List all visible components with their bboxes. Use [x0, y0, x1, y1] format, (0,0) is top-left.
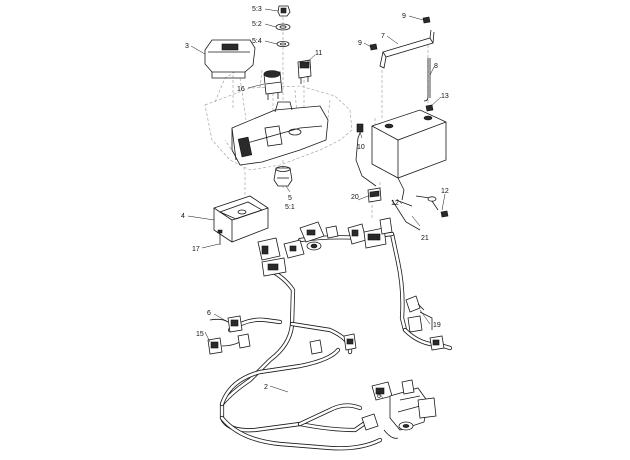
- callout-6-lower: 6: [377, 393, 381, 400]
- callout-16: 16: [237, 86, 245, 93]
- callout-6-upper: 6: [207, 310, 211, 317]
- callout-5-3: 5:3: [252, 6, 262, 13]
- part-17-screw: [217, 229, 223, 245]
- callout-15: 15: [196, 331, 204, 338]
- dash-panel: [231, 101, 329, 166]
- part-15-connector: [207, 333, 251, 355]
- callout-5-2: 5:2: [252, 21, 262, 28]
- callout-5-4: 5:4: [252, 38, 262, 45]
- callout-4: 4: [181, 213, 185, 220]
- callout-9-upper: 9: [402, 13, 406, 20]
- leader-lines: [187, 8, 446, 399]
- part-13-nut: [425, 104, 434, 112]
- callout-11: 11: [315, 50, 322, 57]
- lower-right-assembly: [361, 379, 437, 439]
- callout-10: 10: [357, 144, 365, 151]
- callout-13: 13: [441, 93, 449, 100]
- callout-8: 8: [434, 63, 438, 70]
- part-5-key-switch-stack: [273, 5, 293, 187]
- part-4-controller: [213, 195, 269, 243]
- part-7-battery-hold-down: [379, 29, 435, 69]
- part-3-instrument-cluster: [204, 39, 256, 79]
- harness-connectors: [257, 217, 393, 277]
- part-20-relay: [367, 187, 382, 203]
- callout-20: 20: [351, 194, 359, 201]
- callout-19: 19: [433, 322, 441, 329]
- battery: [371, 109, 447, 179]
- callout-12-right: 12: [441, 188, 449, 195]
- callout-9-lower: 9: [358, 40, 362, 47]
- part-6-connector-upper: [209, 315, 243, 333]
- callout-21: 21: [421, 235, 429, 242]
- part-12-21-cables: [391, 177, 449, 231]
- part-9-nuts: [369, 16, 431, 51]
- harness-lower-connectors: [309, 311, 445, 355]
- callout-5-1: 5:1: [285, 204, 295, 211]
- callout-17: 17: [192, 246, 200, 253]
- part-11-switch: [297, 59, 312, 84]
- callout-12-left: 12: [391, 200, 399, 207]
- callout-5: 5: [288, 195, 292, 202]
- part-16-switch: [263, 70, 283, 100]
- part-8-j-bolt: [423, 58, 431, 102]
- callout-labels: 5:3 5:2 5:4 3 16 11 9 9 7 8 13 10 5 5:1 …: [181, 6, 449, 400]
- callout-2: 2: [264, 384, 268, 391]
- callout-7: 7: [381, 33, 385, 40]
- callout-3: 3: [185, 43, 189, 50]
- part-19-sensor: [405, 295, 425, 313]
